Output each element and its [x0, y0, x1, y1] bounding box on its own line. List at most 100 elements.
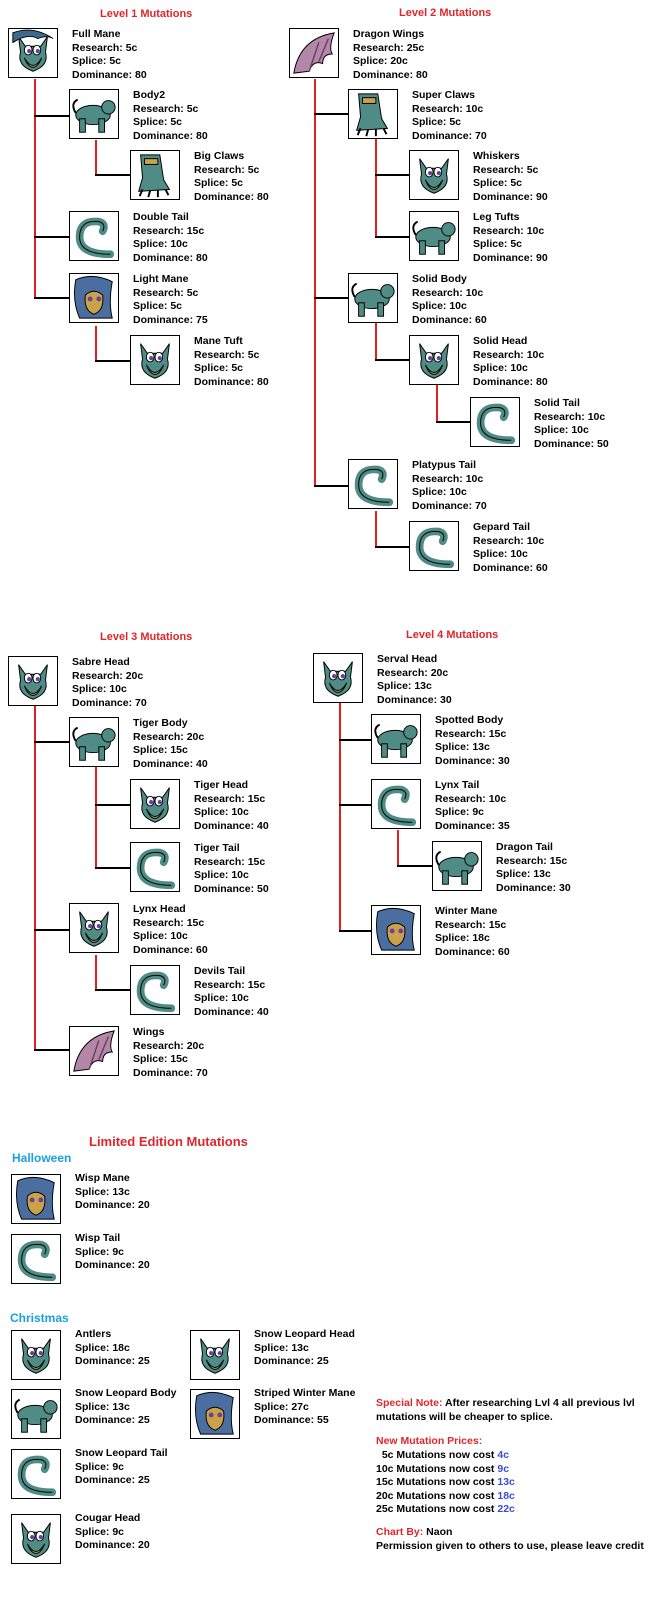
mutation-research: Research: 15c: [194, 792, 266, 805]
price-row-value: 18c: [497, 1489, 515, 1502]
mutation-name: Spotted Body: [435, 714, 504, 726]
mutation-dominance: Dominance: 80: [133, 129, 208, 142]
mutation-dominance: Dominance: 55: [254, 1414, 329, 1427]
mutation-research: Research: 15c: [133, 916, 205, 929]
limited-edition-header: Limited Edition Mutations: [89, 1134, 248, 1149]
mutation-splice: Splice: 5c: [133, 300, 183, 313]
mutation-name: Full Mane: [72, 28, 121, 40]
tiger-body-thumbnail: [69, 717, 119, 767]
mutation-research: Research: 5c: [133, 102, 199, 115]
mutation-dominance: Dominance: 20: [75, 1539, 150, 1552]
winter-mane-thumbnail: [371, 905, 421, 955]
mutation-research: Research: 20c: [377, 666, 449, 679]
mutation-dominance: Dominance: 80: [353, 68, 428, 81]
mutation-splice: Splice: 9c: [75, 1460, 125, 1473]
mutation-dominance: Dominance: 50: [534, 437, 609, 450]
mutation-dominance: Dominance: 75: [133, 313, 208, 326]
price-row: 5c Mutations now cost 4c: [376, 1449, 515, 1463]
mutation-splice: Splice: 10c: [194, 869, 249, 882]
mutation-name: Lynx Tail: [435, 779, 480, 791]
level2-header: Level 2 Mutations: [399, 7, 492, 19]
mutation-dominance: Dominance: 25: [254, 1355, 329, 1368]
mutation-dominance: Dominance: 70: [133, 1066, 208, 1079]
mutation-research: Research: 15c: [435, 918, 507, 931]
wisp-mane-thumbnail: [11, 1174, 61, 1224]
mutation-splice: Splice: 18c: [75, 1341, 130, 1354]
price-row: 10c Mutations now cost 9c: [376, 1463, 515, 1477]
dragon-tail-thumbnail: [432, 841, 482, 891]
mutation-name: Leg Tufts: [473, 211, 520, 223]
mutation-dominance: Dominance: 30: [435, 754, 510, 767]
mutation-dominance: Dominance: 30: [496, 881, 571, 894]
mutation-name: Sabre Head: [72, 656, 130, 668]
mutation-dominance: Dominance: 70: [412, 129, 487, 142]
mutation-research: Research: 10c: [412, 286, 484, 299]
mutation-name: Solid Head: [473, 335, 528, 347]
mutation-splice: Splice: 13c: [496, 868, 551, 881]
mutation-splice: Splice: 10c: [412, 300, 467, 313]
mutation-research: Research: 5c: [194, 163, 260, 176]
mutation-name: Winter Mane: [435, 905, 498, 917]
antlers-thumbnail: [11, 1330, 61, 1380]
mutation-name: Tiger Body: [133, 717, 188, 729]
mutation-name: Super Claws: [412, 89, 476, 101]
mutation-research: Research: 15c: [435, 727, 507, 740]
mutation-dominance: Dominance: 60: [435, 945, 510, 958]
mutation-splice: Splice: 10c: [534, 424, 589, 437]
gepard-tail-thumbnail: [409, 521, 459, 571]
mutation-name: Wings: [133, 1026, 165, 1038]
mutation-splice: Splice: 15c: [133, 744, 188, 757]
mutation-splice: Splice: 9c: [435, 806, 485, 819]
mane-tuft-thumbnail: [130, 335, 180, 385]
mutation-name: Light Mane: [133, 273, 189, 285]
mutation-splice: Splice: 5c: [473, 238, 523, 251]
mutation-splice: Splice: 10c: [412, 486, 467, 499]
mutation-dominance: Dominance: 70: [412, 499, 487, 512]
mutation-splice: Splice: 13c: [435, 741, 490, 754]
mutation-research: Research: 25c: [353, 41, 425, 54]
mutation-splice: Splice: 15c: [133, 1053, 188, 1066]
mutation-research: Research: 5c: [473, 163, 539, 176]
mutation-splice: Splice: 9c: [75, 1525, 125, 1538]
tiger-head-thumbnail: [130, 779, 180, 829]
price-row: 15c Mutations now cost 13c: [376, 1476, 515, 1490]
mutation-name: Whiskers: [473, 150, 520, 162]
mutation-splice: Splice: 10c: [133, 930, 188, 943]
mutation-name: Tiger Head: [194, 779, 249, 791]
mutation-name: Snow Leopard Tail: [75, 1447, 168, 1459]
price-row-label: 25c Mutations now cost: [376, 1503, 498, 1516]
full-mane-thumbnail: [8, 28, 58, 78]
mutation-name: Tiger Tail: [194, 842, 240, 854]
mutation-dominance: Dominance: 70: [72, 696, 147, 709]
permission-text: Permission given to others to use, pleas…: [376, 1540, 644, 1552]
mutation-research: Research: 10c: [412, 472, 484, 485]
mutation-name: Lynx Head: [133, 903, 186, 915]
cougar-head-thumbnail: [11, 1514, 61, 1564]
mutation-research: Research: 10c: [473, 224, 545, 237]
special-note: Special Note: After researching Lvl 4 al…: [376, 1397, 661, 1424]
leg-tufts-thumbnail: [409, 211, 459, 261]
mutation-splice: Splice: 5c: [194, 362, 244, 375]
mutation-dominance: Dominance: 60: [133, 943, 208, 956]
sabre-head-thumbnail: [8, 656, 58, 706]
solid-body-thumbnail: [348, 273, 398, 323]
mutation-splice: Splice: 20c: [353, 55, 408, 68]
